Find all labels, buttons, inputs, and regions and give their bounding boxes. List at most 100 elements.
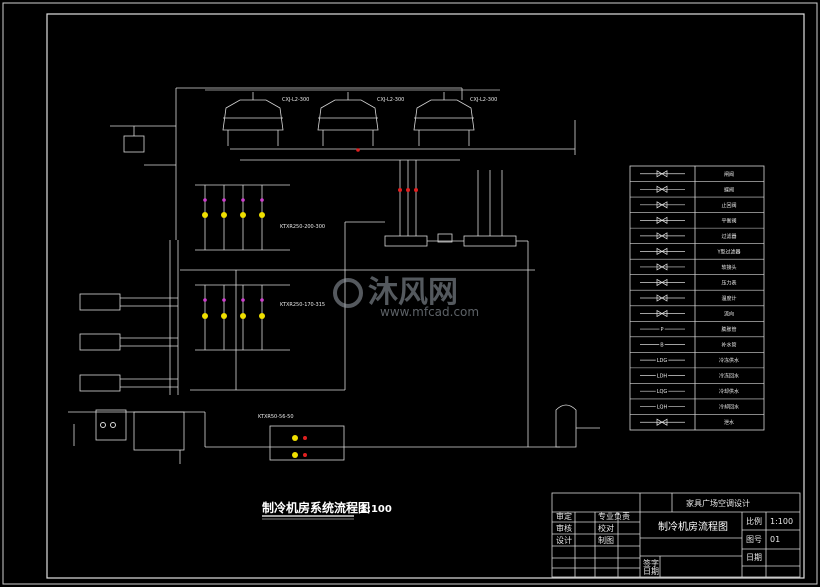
drawing-title: 制冷机房系统流程图 (262, 500, 370, 515)
tb-left-3: 设计 (556, 535, 572, 545)
cooling-tower-2 (317, 92, 379, 146)
legend-label: 补水管 (721, 342, 736, 349)
legend-symbol-text: B (660, 343, 664, 349)
legend-row: 止回阀 (630, 196, 764, 209)
collector-return (463, 235, 517, 247)
legend-symbol-mark (656, 418, 668, 426)
legend-label: 软接头 (721, 264, 736, 271)
legend-symbol-text: LDH (657, 374, 668, 380)
legend-row: LDG 冷冻供水 (630, 352, 764, 366)
legend-row: 压力表 (630, 274, 764, 287)
legend-symbol-mark (656, 263, 668, 271)
project-label: 家具广场空调设计 (686, 498, 750, 508)
legend-symbol-mark (656, 201, 668, 209)
plate-exchanger-system (68, 404, 600, 464)
tb-right-val-2: 01 (770, 535, 780, 544)
cooling-tower-3 (413, 92, 475, 146)
legend-row: Y型过滤器 (630, 243, 764, 256)
inner-frame (46, 13, 805, 579)
legend-symbol-mark (656, 278, 668, 287)
legend-label: 冷却回水 (719, 404, 739, 411)
legend-row: 流向 (630, 305, 764, 318)
legend-symbol-mark (656, 216, 668, 224)
legend-symbol-mark (656, 294, 668, 302)
legend-row: 闸阀 (640, 170, 734, 178)
tb-left-1: 审定 (556, 511, 572, 521)
cooling-towers (110, 87, 576, 240)
tb-sign-1: 签字 (643, 558, 659, 568)
legend-row: LQG 冷却供水 (630, 383, 764, 397)
legend-row: 平衡阀 (630, 212, 764, 224)
exchanger-label: KTXR50-56-50 (258, 414, 294, 420)
legend-symbol-text: LQH (657, 405, 668, 411)
legend-table (629, 165, 765, 431)
legend-label: 流向 (724, 311, 734, 318)
legend-row: 软接头 (630, 258, 764, 271)
legend-label: 压力表 (721, 279, 736, 286)
legend-label: 温度计 (721, 295, 736, 302)
cooling-tower-1 (222, 92, 284, 146)
title-block (551, 492, 801, 578)
tb-mid-2: 校对 (598, 523, 614, 533)
chiller-3 (79, 374, 121, 392)
tb-right-val-1: 1:100 (770, 517, 793, 526)
tb-mid-3: 制图 (598, 535, 614, 545)
pump-group-label-2: KTXR250-170-315 (280, 302, 325, 308)
tb-right-key-1: 比例 (746, 516, 762, 526)
legend-row: LQH 冷却回水 (630, 398, 764, 412)
chiller-2 (79, 333, 121, 351)
water-distributors (345, 160, 529, 447)
watermark: 沐风网 www.mfcad.com (333, 275, 479, 319)
chiller-1 (79, 293, 121, 311)
legend-symbol-text: LDG (657, 358, 668, 364)
tb-mid-1: 专业负责 (598, 511, 630, 521)
chillers (79, 240, 179, 395)
legend-row: 泄水 (630, 414, 764, 426)
plate-exchanger (269, 425, 345, 461)
legend-label: 泄水 (724, 419, 734, 426)
red-valves (356, 148, 418, 192)
legend-label: 平衡阀 (721, 217, 736, 224)
legend-label: 冷却供水 (719, 388, 739, 395)
tower-label-3: CXJ-L2-300 (470, 97, 497, 103)
legend-row: 温度计 (630, 289, 764, 302)
tb-left-2: 审核 (556, 523, 572, 533)
pump-symbols (202, 198, 265, 319)
watermark-brand: 沐风网 (368, 275, 458, 310)
legend-symbol-mark (656, 185, 668, 193)
storage-tank (555, 404, 577, 448)
softener-unit (133, 411, 185, 451)
exchanger-pumps (100, 422, 307, 458)
legend-symbol-mark (656, 247, 668, 256)
drawing-scale: 1:100 (360, 504, 392, 515)
legend-row: 过滤器 (630, 227, 764, 240)
legend-symbol-mark (656, 170, 668, 178)
legend-label: 膨胀管 (721, 326, 736, 333)
legend-symbol-text: P (660, 327, 663, 333)
tower-label-2: CXJ-L2-300 (377, 97, 404, 103)
tower-label-1: CXJ-L2-300 (282, 97, 309, 103)
legend-symbol-mark (656, 232, 668, 240)
legend-row: 蝶阀 (630, 181, 764, 193)
pump-group-label-1: KTXR250-200-300 (280, 224, 325, 230)
expansion-tank (123, 135, 145, 153)
tb-right-key-3: 日期 (746, 553, 762, 562)
legend-label: 蝶阀 (724, 186, 734, 193)
legend-row: P 膨胀管 (630, 320, 764, 335)
legend-row: LDH 冷冻回水 (630, 367, 764, 381)
legend-label: 过滤器 (721, 233, 736, 240)
legend-label: 冷冻供水 (719, 357, 739, 364)
legend-symbol-mark (656, 309, 668, 318)
legend-label: 冷冻回水 (719, 373, 739, 380)
legend-label: 闸阀 (724, 171, 734, 178)
drawing-name: 制冷机房流程图 (658, 520, 728, 533)
legend-label: Y型过滤器 (716, 248, 740, 255)
legend-label: 止回阀 (721, 202, 736, 209)
legend-row: B 补水管 (630, 336, 764, 350)
tb-right-key-2: 图号 (746, 535, 762, 544)
legend-symbol-text: LQG (657, 389, 668, 395)
distributor-supply (384, 235, 428, 247)
